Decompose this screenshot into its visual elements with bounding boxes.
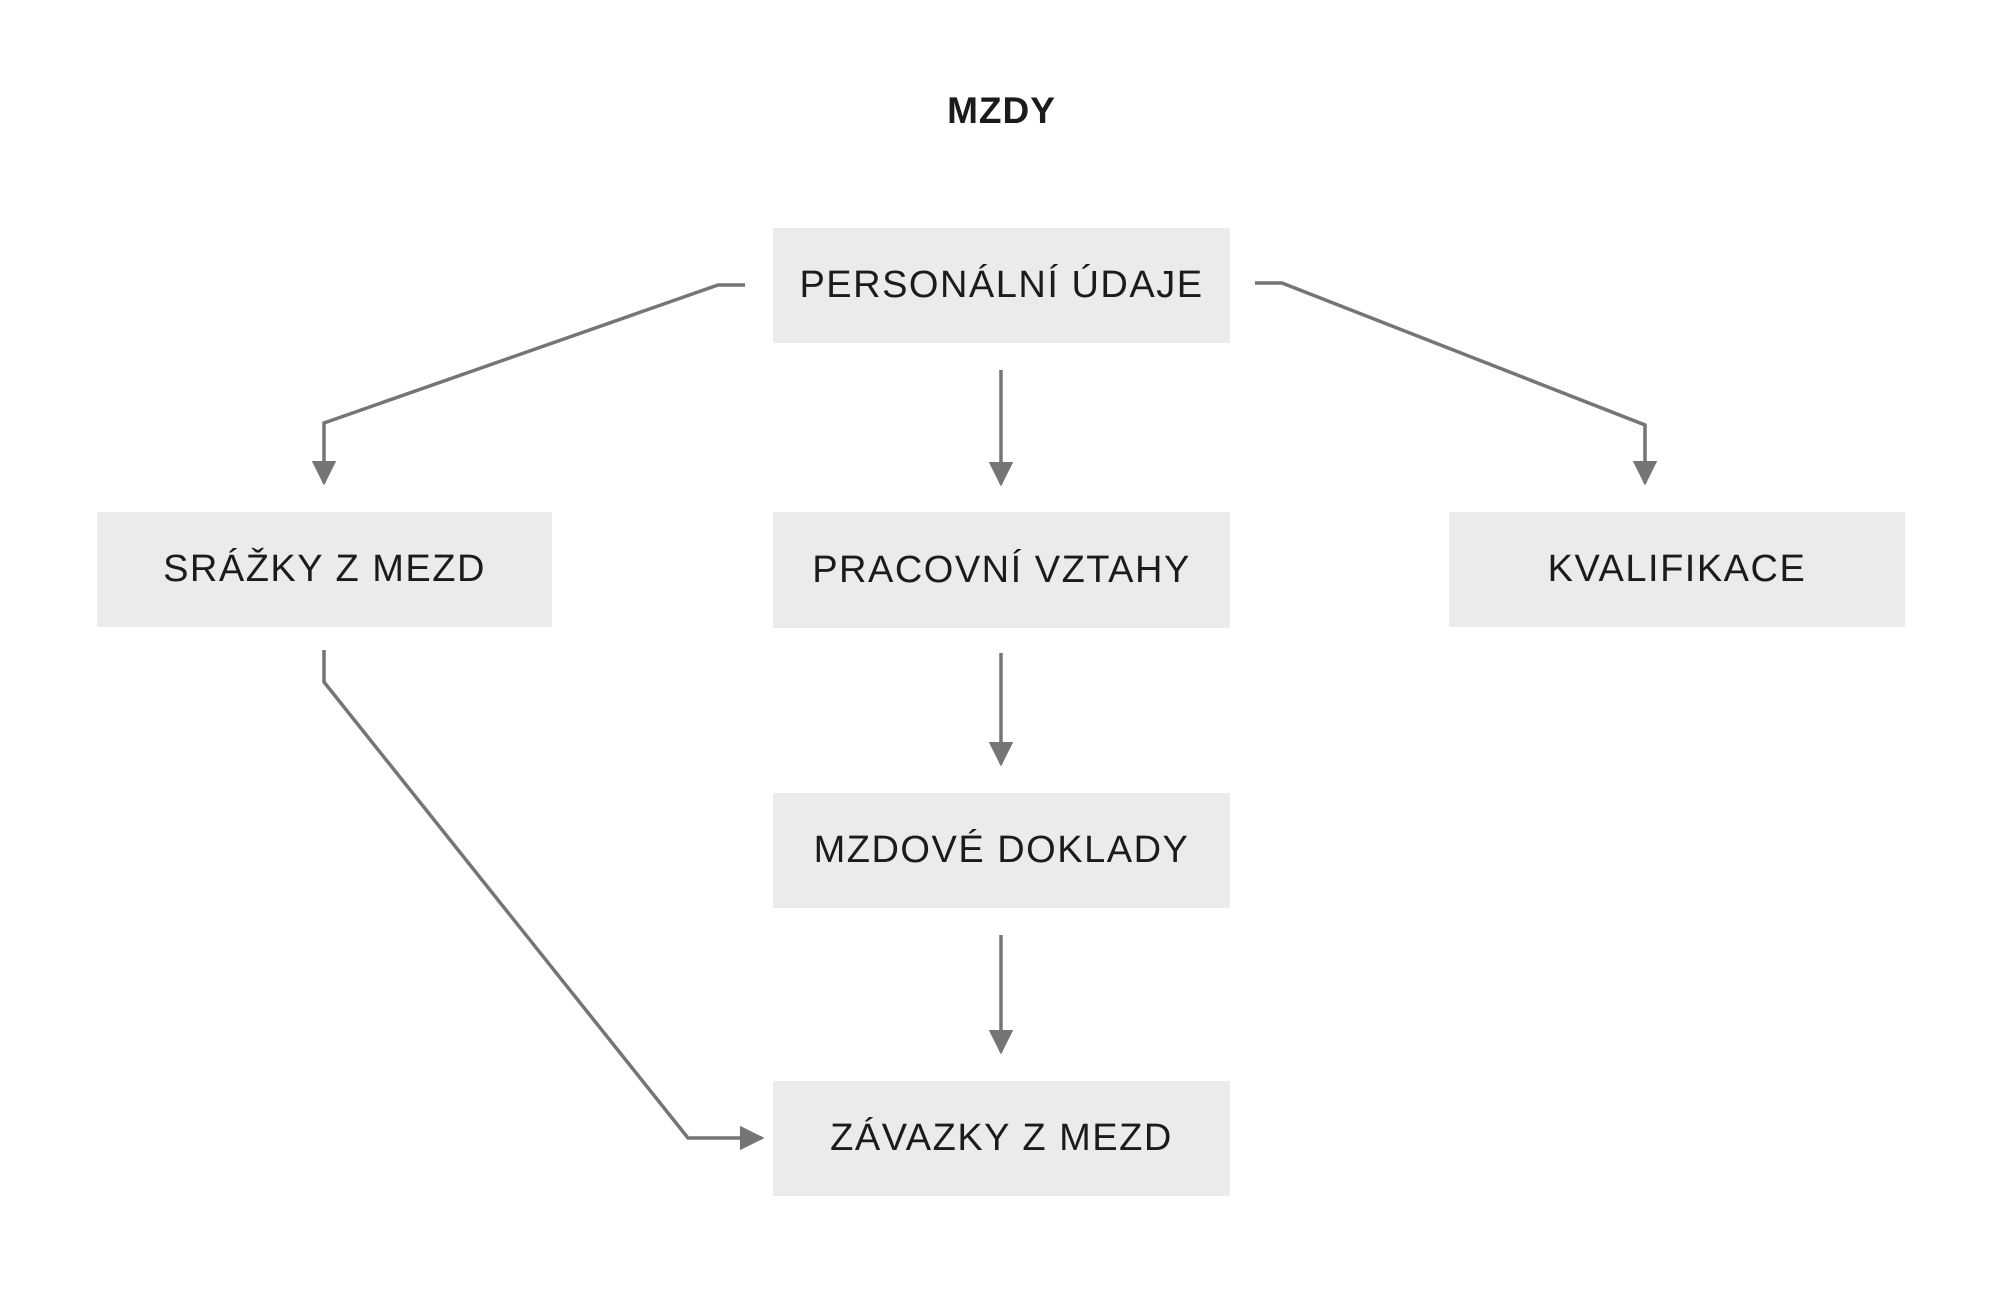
diagram-title: MZDY bbox=[947, 90, 1056, 131]
node-personalni-udaje-label: PERSONÁLNÍ ÚDAJE bbox=[799, 264, 1204, 306]
edge-srazky-to-zavazky bbox=[322, 650, 765, 1151]
node-srazky-z-mezd-label: SRÁŽKY Z MEZD bbox=[163, 548, 486, 590]
node-mzdove-doklady-label: MZDOVÉ DOKLADY bbox=[813, 829, 1190, 871]
node-zavazky-z-mezd: ZÁVAZKY Z MEZD bbox=[773, 1081, 1230, 1196]
node-pracovni-vztahy-label: PRACOVNÍ VZTAHY bbox=[812, 548, 1191, 591]
node-kvalifikace-label: KVALIFIKACE bbox=[1547, 548, 1807, 590]
node-personalni-udaje: PERSONÁLNÍ ÚDAJE bbox=[773, 228, 1230, 343]
node-srazky-z-mezd: SRÁŽKY Z MEZD bbox=[97, 512, 552, 627]
node-kvalifikace: KVALIFIKACE bbox=[1449, 512, 1905, 627]
node-pracovni-vztahy: PRACOVNÍ VZTAHY bbox=[773, 512, 1230, 628]
edge-personalni-to-kvalifikace bbox=[1255, 281, 1658, 486]
edge-personalni-to-srazky bbox=[311, 283, 745, 486]
node-zavazky-z-mezd-label: ZÁVAZKY Z MEZD bbox=[830, 1117, 1173, 1159]
node-mzdove-doklady: MZDOVÉ DOKLADY bbox=[773, 793, 1230, 908]
